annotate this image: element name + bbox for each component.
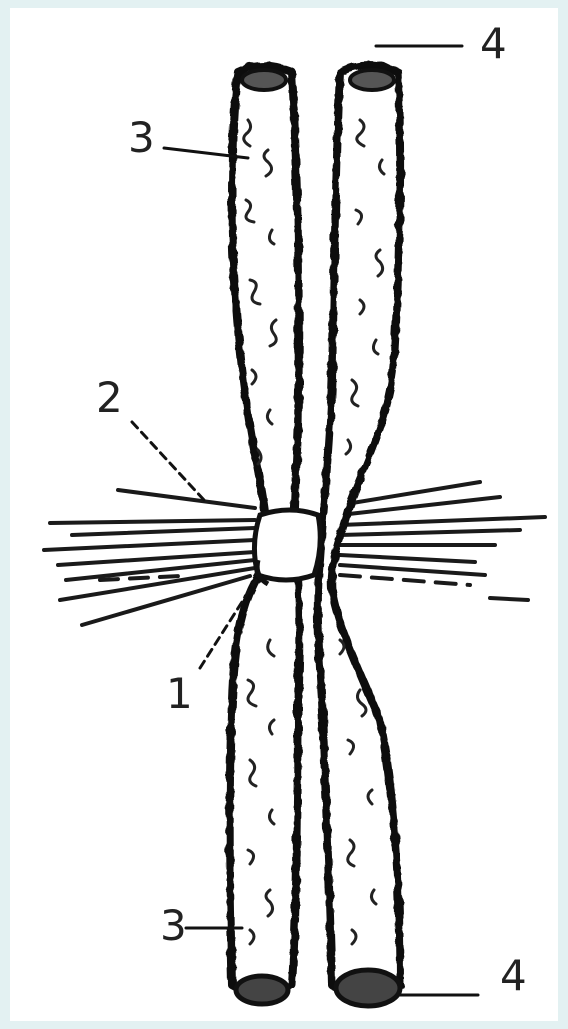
label-chromatid-top: 3 <box>128 113 155 162</box>
telomere-left-top <box>242 70 286 90</box>
telomere-right-top <box>350 70 394 90</box>
label-chromatid-bottom: 3 <box>160 901 187 950</box>
label-spindle-fibers: 2 <box>96 373 123 422</box>
telomere-left-bottom <box>236 976 288 1004</box>
spindle-fibers-left <box>44 490 255 625</box>
label-telomere-bottom: 4 <box>500 951 527 1000</box>
chromosome-diagram: 3 3 2 1 4 4 <box>10 8 558 1021</box>
spindle-fibers-right <box>340 482 545 600</box>
label-centromere: 1 <box>166 669 193 718</box>
label-telomere-top: 4 <box>480 19 507 68</box>
chromosome-figure: 3 3 2 1 4 4 <box>10 8 558 1021</box>
leader-line-2 <box>132 422 204 500</box>
centromere <box>254 510 320 584</box>
telomere-right-bottom <box>336 970 400 1006</box>
